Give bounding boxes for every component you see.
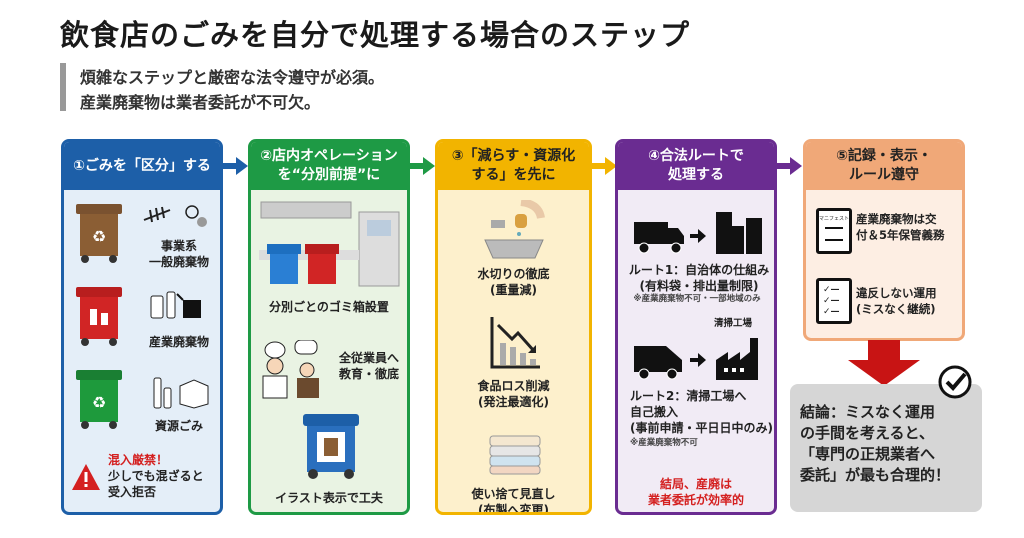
checklist-clipboard-icon: ✓—✓—✓—	[816, 278, 852, 324]
page-title: 飲食店のごみを自分で処理する場合のステップ	[60, 18, 691, 52]
svg-text:♻: ♻	[92, 227, 106, 246]
svg-text:♻: ♻	[92, 393, 106, 412]
containers-icon	[150, 291, 201, 319]
step-4-footer: 結局、産廃は 業者委託が効率的	[647, 477, 744, 508]
kitchen-bins-icon	[259, 201, 400, 287]
route-1-text: ルート1：自治体の仕組み (有料袋・排出量制限)	[628, 263, 770, 294]
subtitle-bar	[60, 63, 66, 111]
item-draining: 水切りの徹底 (重量減)	[477, 267, 550, 298]
step-3-title: ③「減らす・資源化 する」を先に	[438, 142, 589, 190]
arrow-2-to-3	[409, 157, 435, 175]
factory-label: 清掃工場	[714, 318, 753, 329]
red-bin-icon	[76, 287, 122, 346]
subtitle-line-1: 煩雑なステップと厳密な法令遵守が必須。	[80, 68, 385, 87]
declining-chart-icon	[490, 317, 540, 369]
item-disposables: 使い捨て見直し (布製へ変更)	[471, 487, 556, 515]
staff-icon	[262, 340, 319, 399]
arrow-4-to-5	[776, 157, 802, 175]
brown-bin-icon: ♻	[76, 204, 122, 263]
warning-text: 少しでも混ざると 受入拒否	[108, 469, 204, 500]
manifest-clipboard-icon: マニフェスト	[816, 208, 852, 254]
item-illustration-labels: イラスト表示で工夫	[275, 491, 383, 505]
item-food-loss: 食品ロス削減 (発注最適化)	[477, 379, 550, 410]
step-5-panel: ⑤記録・表示・ ルール遵守 マニフェスト 産業廃棄物は交 付＆5年保管義務 ✓—…	[803, 139, 965, 341]
van-to-factory-icon	[634, 338, 758, 380]
warning-title: 混入厳禁！	[108, 453, 169, 467]
item-staff-education: 全従業員へ 教育・徹底	[339, 351, 400, 382]
green-bin-icon: ♻	[76, 370, 122, 429]
arrow-1-to-2	[222, 157, 248, 175]
bin-label-general: 事業系 一般廃棄物	[148, 239, 209, 270]
manifest-label: マニフェスト	[819, 216, 850, 222]
sink-draining-icon	[484, 200, 545, 259]
item-compliance: 違反しない運用 (ミスなく継続)	[856, 286, 937, 316]
down-arrow-icon	[848, 340, 920, 386]
warning-icon	[72, 464, 100, 490]
food-waste-icon	[143, 205, 207, 227]
bin-label-recyclable: 資源ごみ	[154, 419, 203, 433]
route-2-note: ※産業廃棄物不可	[630, 438, 698, 448]
route-2-text: ルート2：清掃工場へ 自己搬入 (事前申請・平日日中のみ)	[630, 389, 773, 436]
truck-to-city-icon	[634, 212, 762, 254]
step-1-panel: ①ごみを「区分」する ♻ 事業系 一般廃棄物 産業廃棄物 ♻ 資源ごみ 混入厳禁…	[61, 139, 223, 515]
subtitle-line-2: 産業廃棄物は業者委託が不可欠。	[80, 93, 321, 112]
route-1-note: ※産業廃棄物不可・一部地域のみ	[633, 294, 761, 304]
step-4-title: ④合法ルートで 処理する	[618, 142, 774, 190]
item-bins-setup: 分別ごとのゴミ箱設置	[269, 300, 389, 314]
cloth-stack-icon	[489, 435, 541, 475]
conclusion-box: 結論：ミスなく運用 の手間を考えると、 「専門の正規業者へ 委託」が最も合理的！	[790, 384, 982, 512]
step-2-panel: ②店内オペレーション を“分別前提”に 分別ごとのゴミ箱設置 全従業員へ 教育・…	[248, 139, 410, 515]
step-3-panel: ③「減らす・資源化 する」を先に 水切りの徹底 (重量減) 食品ロス削減 (発注…	[435, 139, 592, 515]
item-manifest-storage: 産業廃棄物は交 付＆5年保管義務	[856, 212, 945, 242]
arrow-3-to-4	[591, 157, 617, 175]
step-1-title: ①ごみを「区分」する	[64, 142, 220, 190]
check-circle-icon	[938, 365, 972, 399]
bin-label-industrial: 産業廃棄物	[148, 335, 209, 349]
conclusion-text: 結論：ミスなく運用 の手間を考えると、 「専門の正規業者へ 委託」が最も合理的！	[800, 403, 951, 484]
bottles-box-icon	[153, 377, 209, 409]
step-4-panel: ④合法ルートで 処理する ルート1：自治体の仕組み (有料袋・排出量制限) ※産…	[615, 139, 777, 515]
step-5-title: ⑤記録・表示・ ルール遵守	[806, 142, 962, 190]
labeled-bin-icon	[303, 414, 359, 479]
step-2-title: ②店内オペレーション を“分別前提”に	[251, 142, 407, 190]
